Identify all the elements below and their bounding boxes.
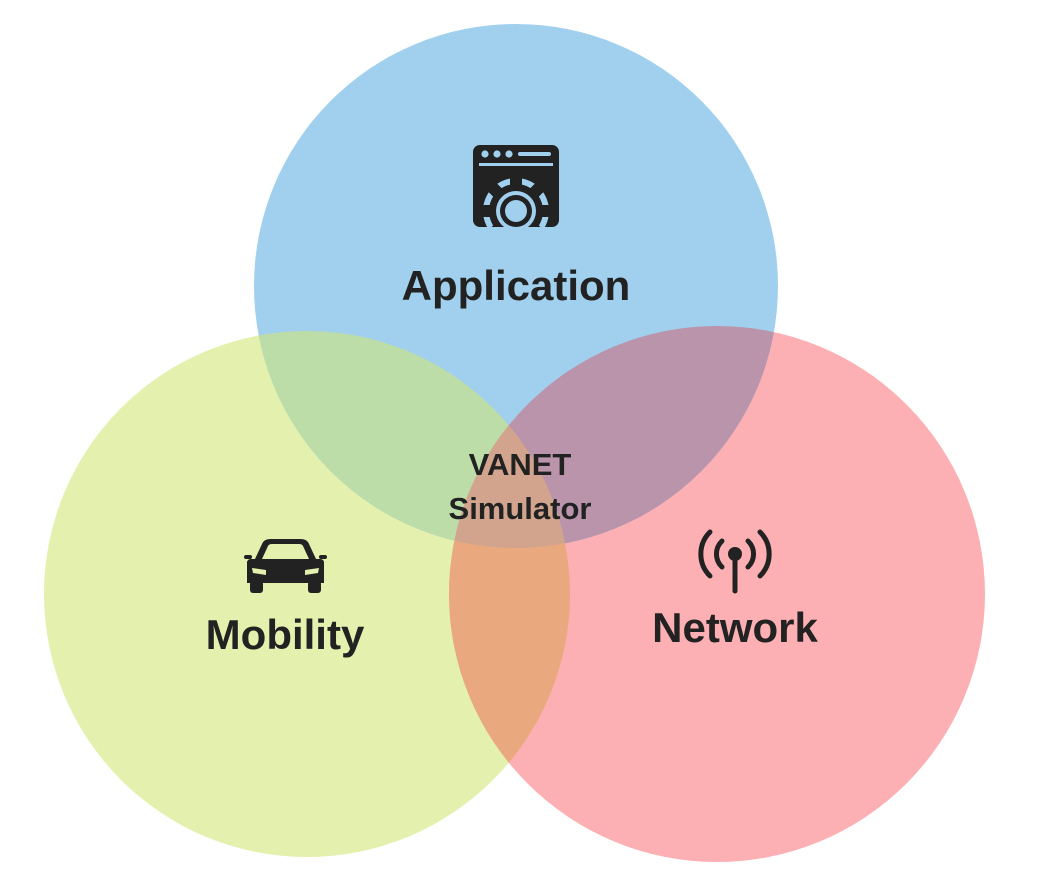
- mobility-label: Mobility: [206, 611, 365, 658]
- antenna-icon: [698, 529, 772, 594]
- center-label-line1: VANET: [469, 447, 572, 482]
- car-icon: [244, 539, 327, 593]
- application-network-overlap: [449, 326, 778, 548]
- application-label: Application: [402, 262, 631, 309]
- center-label-line2: Simulator: [449, 491, 592, 526]
- application-settings-icon: [470, 145, 562, 249]
- network-label: Network: [652, 604, 818, 651]
- application-mobility-overlap: [254, 331, 570, 548]
